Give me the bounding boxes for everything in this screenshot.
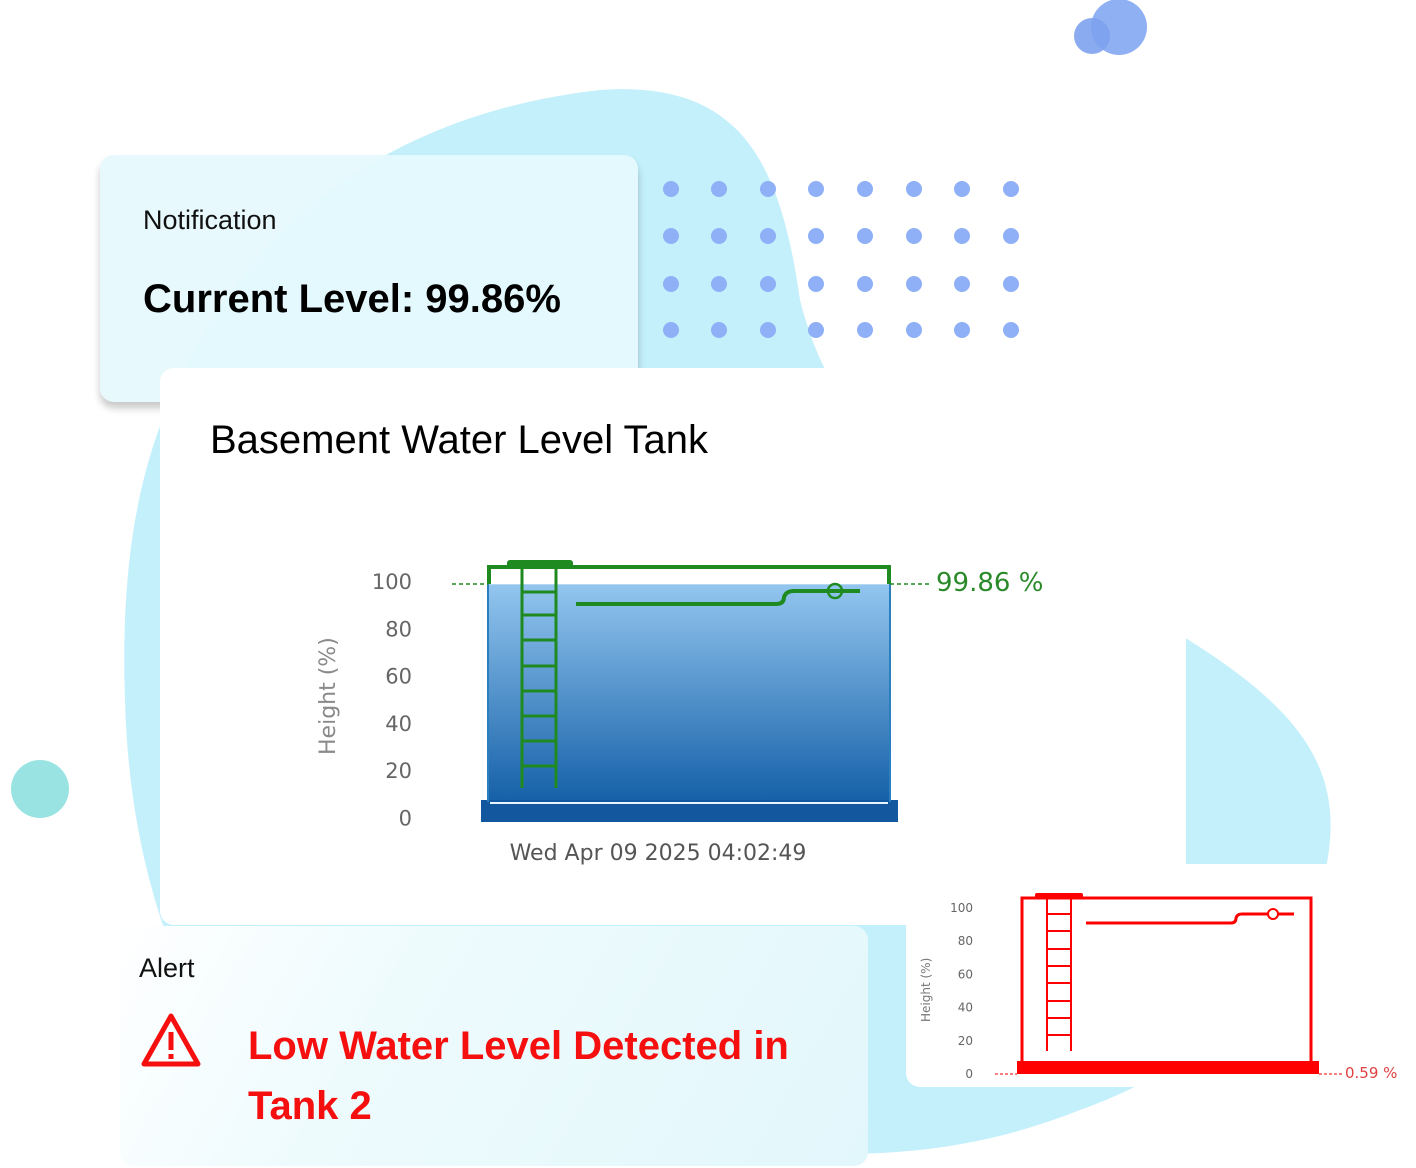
decor-dot <box>808 181 824 197</box>
decor-dot <box>906 181 922 197</box>
decor-dot <box>906 276 922 292</box>
decor-dot <box>760 181 776 197</box>
tank2-card <box>906 864 1416 1087</box>
decor-dot <box>1003 228 1019 244</box>
decor-dot <box>1003 181 1019 197</box>
decor-dot <box>663 322 679 338</box>
decor-dot <box>906 322 922 338</box>
decor-dot <box>808 276 824 292</box>
decor-dot <box>954 228 970 244</box>
decor-dot <box>711 276 727 292</box>
decor-dot <box>808 322 824 338</box>
decor-circle-teal <box>11 760 69 818</box>
decor-dot <box>1003 276 1019 292</box>
decor-dot <box>954 181 970 197</box>
decor-dot <box>857 276 873 292</box>
decor-dot <box>711 228 727 244</box>
notification-card: Notification Current Level: 99.86% <box>100 155 638 402</box>
decor-dot-grid <box>663 181 1019 338</box>
decor-dot <box>906 228 922 244</box>
tank-title: Basement Water Level Tank <box>210 418 709 462</box>
tank-card: Basement Water Level Tank <box>160 368 1186 925</box>
decor-dot <box>857 181 873 197</box>
decor-dot <box>711 181 727 197</box>
decor-dot <box>711 322 727 338</box>
decor-dot <box>857 228 873 244</box>
decor-dot <box>954 322 970 338</box>
decor-circle <box>1074 18 1110 54</box>
alert-label: Alert <box>139 953 195 983</box>
current-level-value: Current Level: 99.86% <box>143 277 561 321</box>
decor-dot <box>760 228 776 244</box>
decor-dot <box>663 181 679 197</box>
decor-dot <box>760 322 776 338</box>
decor-dot <box>760 276 776 292</box>
decor-dot <box>857 322 873 338</box>
decor-dot <box>954 276 970 292</box>
decor-dot <box>1003 322 1019 338</box>
decor-dot <box>663 276 679 292</box>
decor-dot <box>663 228 679 244</box>
notification-label: Notification <box>143 205 277 235</box>
alert-card: Alert Low Water Level Detected in Tank 2 <box>120 926 868 1166</box>
alert-message: Low Water Level Detected in Tank 2 <box>248 1024 789 1128</box>
decor-dot <box>808 228 824 244</box>
warning-triangle-icon <box>141 1013 201 1067</box>
